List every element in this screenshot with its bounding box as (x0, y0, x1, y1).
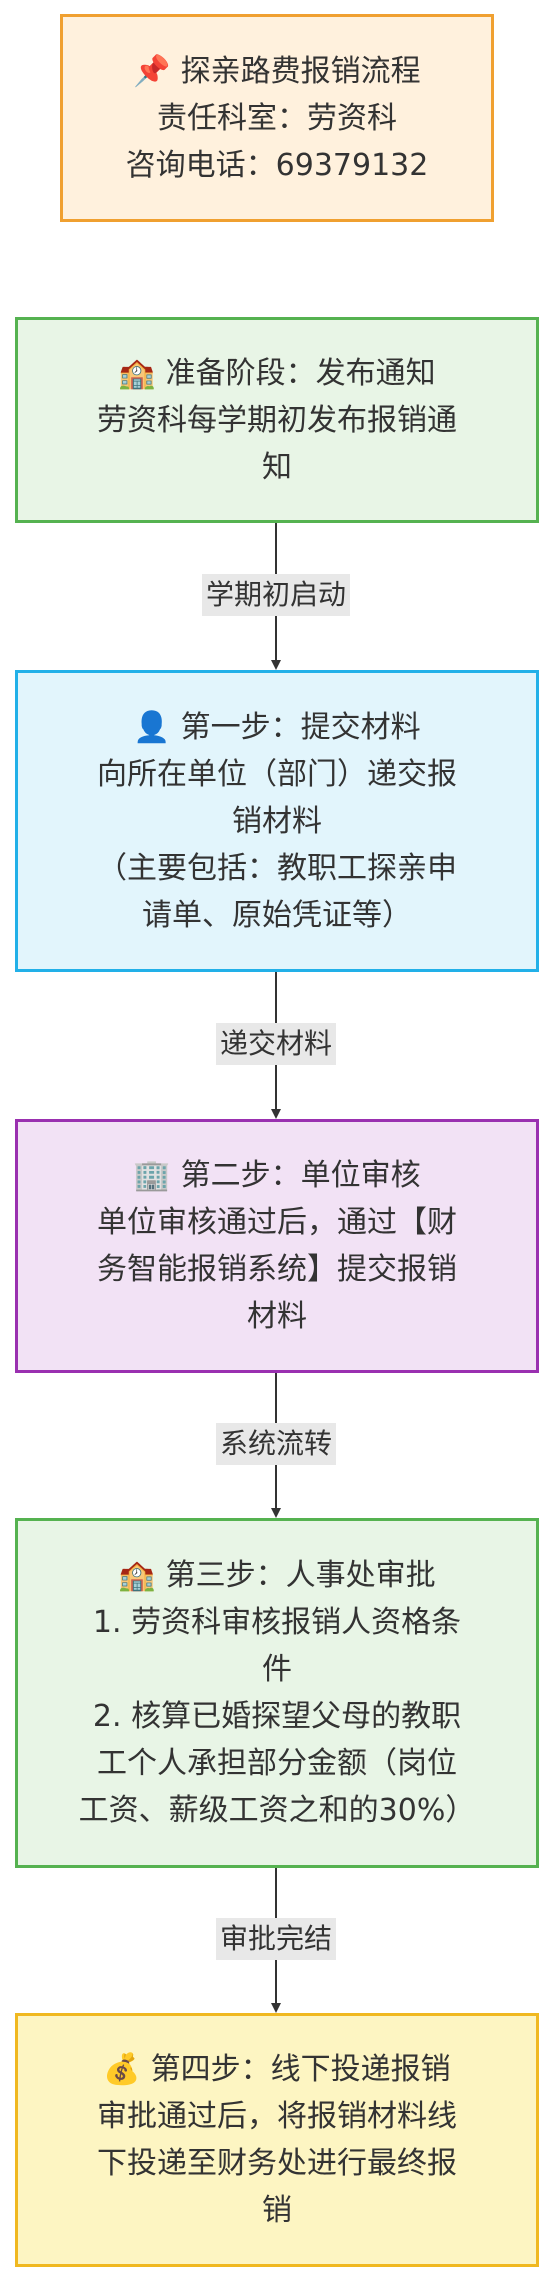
step1-text-line: 销材料 (232, 803, 322, 839)
school-icon: 🏫 (118, 355, 156, 391)
step4-text-line: 下投递至财务处进行最终报 (97, 2146, 457, 2181)
step3-text-line: 2. 核算已婚探望父母的教职 (92, 1699, 462, 1734)
step4-node: 💰 第四步：线下投递报销 审批通过后，将报销材料线 下投递至财务处进行最终报 销 (15, 2013, 539, 2267)
step4-text-line: 审批通过后，将报销材料线 (97, 2099, 457, 2134)
prep-text-line: 知 (262, 449, 292, 485)
step3-text-line: 1. 劳资科审核报销人资格条 (92, 1605, 462, 1640)
step3-text-line: 工资、薪级工资之和的30%） (78, 1793, 476, 1828)
step4-text-line: 销 (262, 2193, 292, 2228)
prep-text-line: 劳资科每学期初发布报销通 (97, 402, 457, 438)
step2-text-line: 务智能报销系统】提交报销 (97, 1252, 457, 1287)
step3-text-line: 件 (262, 1652, 292, 1687)
office-building-icon: 🏢 (133, 1158, 171, 1193)
header-title-line: 📌探亲路费报销流程 (133, 48, 420, 95)
step2-title-line: 🏢 第二步：单位审核 (133, 1152, 420, 1199)
pushpin-icon: 📌 (133, 53, 171, 89)
school-icon: 🏫 (118, 1558, 156, 1593)
step2-text-line: 单位审核通过后，通过【财 (97, 1205, 457, 1240)
step2-text-line: 材料 (247, 1299, 307, 1334)
step4-title-line: 💰 第四步：线下投递报销 (103, 2046, 450, 2093)
header-node: 📌探亲路费报销流程 责任科室：劳资科 咨询电话：69379132 (60, 14, 494, 222)
step1-title-line: 👤第一步：提交材料 (133, 704, 420, 751)
step2-node: 🏢 第二步：单位审核 单位审核通过后，通过【财 务智能报销系统】提交报销 材料 (15, 1119, 539, 1373)
step4-title: 第四步：线下投递报销 (150, 2052, 451, 2087)
money-bag-icon: 💰 (103, 2052, 141, 2087)
header-title: 探亲路费报销流程 (180, 53, 421, 89)
step2-title: 第二步：单位审核 (180, 1158, 421, 1193)
step1-text-line: （主要包括：教职工探亲申 (97, 850, 457, 886)
step1-text-line: 向所在单位（部门）递交报 (97, 756, 457, 792)
header-phone: 咨询电话：69379132 (125, 147, 429, 183)
person-icon: 👤 (133, 709, 171, 745)
header-dept: 责任科室：劳资科 (157, 100, 397, 136)
prep-title: 准备阶段：发布通知 (165, 355, 436, 391)
step3-title: 第三步：人事处审批 (165, 1558, 436, 1593)
step1-title: 第一步：提交材料 (180, 709, 421, 745)
step1-text-line: 请单、原始凭证等） (142, 897, 412, 933)
prep-stage-node: 🏫准备阶段：发布通知 劳资科每学期初发布报销通 知 (15, 317, 539, 523)
prep-title-line: 🏫准备阶段：发布通知 (118, 350, 435, 397)
step1-node: 👤第一步：提交材料 向所在单位（部门）递交报 销材料 （主要包括：教职工探亲申 … (15, 670, 539, 972)
step3-text-line: 工个人承担部分金额（岗位 (97, 1746, 457, 1781)
step3-title-line: 🏫 第三步：人事处审批 (118, 1552, 435, 1599)
step3-node: 🏫 第三步：人事处审批 1. 劳资科审核报销人资格条 件 2. 核算已婚探望父母的… (15, 1518, 539, 1868)
